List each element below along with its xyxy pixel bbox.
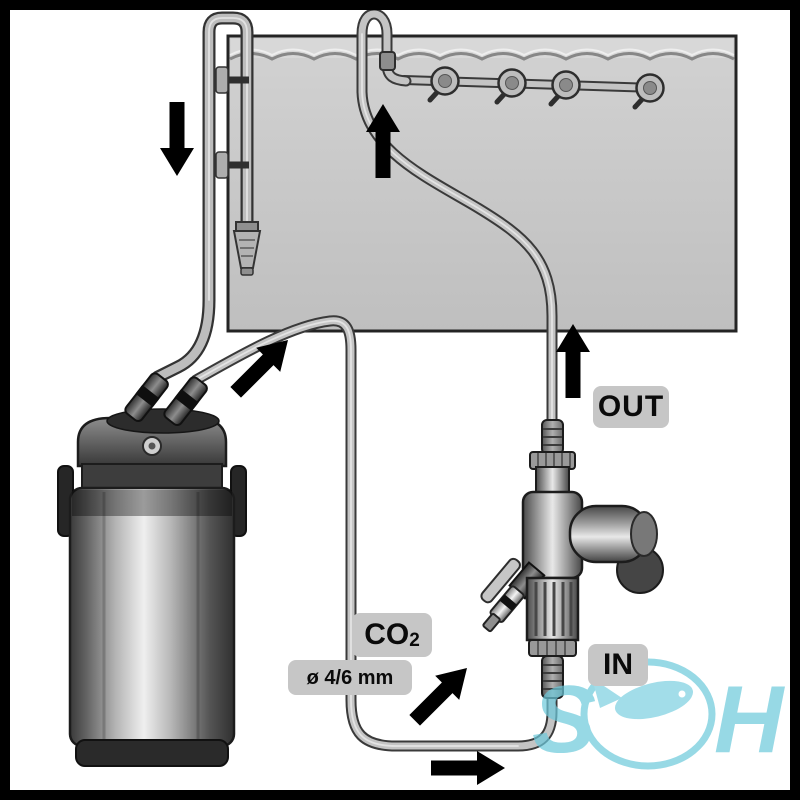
diffuser-lower-body (525, 576, 580, 642)
spray-bar-outlet (632, 73, 665, 110)
spray-bar-outlet (548, 70, 581, 107)
co2-inlet-arrow-icon (402, 655, 480, 733)
water-surface-wave (229, 52, 735, 61)
spray-bar-outlet (494, 68, 527, 105)
bottom-flow-arrow-icon (431, 751, 505, 785)
spray-bar-outlet (427, 66, 460, 103)
spray-bar (399, 66, 665, 110)
diffuser-top-barb (541, 419, 564, 455)
diffuser-bottom-nut (528, 639, 577, 657)
label-hose-size: ø 4/6 mm (288, 660, 412, 695)
hose-tap-connector (124, 372, 169, 423)
label-in: IN (588, 644, 648, 686)
intake-assembly (151, 11, 262, 384)
watermark-letter-s: S (532, 666, 596, 773)
filter-head-cap-center (148, 442, 156, 450)
filter-body-shadow-band (72, 490, 232, 516)
diffuser-arm-cap (630, 511, 658, 557)
label-co2-main: CO (364, 618, 410, 651)
canister-filter (57, 372, 247, 767)
diffuser-neck (535, 466, 570, 495)
watermark-letter-h: H (714, 666, 785, 773)
intake-strainer (232, 221, 262, 276)
pipe-clip (215, 66, 249, 94)
out-flow-up-arrow-icon (556, 324, 590, 398)
filter-output-hose (190, 315, 558, 752)
diffuser-top-nut (529, 451, 576, 470)
filter-body (68, 486, 236, 748)
co2-inline-diffuser (480, 419, 664, 699)
label-out: OUT (593, 386, 669, 428)
elbow-connector (379, 51, 396, 71)
filter-base (75, 739, 229, 767)
filter-head-recess (106, 408, 220, 434)
pipe-clip (215, 151, 249, 179)
intake-down-arrow-icon (160, 102, 194, 176)
valve-lever (480, 557, 521, 604)
water-surface-highlight (229, 48, 735, 57)
diffuser-bottom-barb (541, 655, 564, 699)
label-co2-sub: 2 (409, 629, 420, 651)
hose-tap-connector (163, 376, 208, 427)
watermark: S H (532, 658, 785, 773)
filter-neck-band (81, 463, 223, 491)
